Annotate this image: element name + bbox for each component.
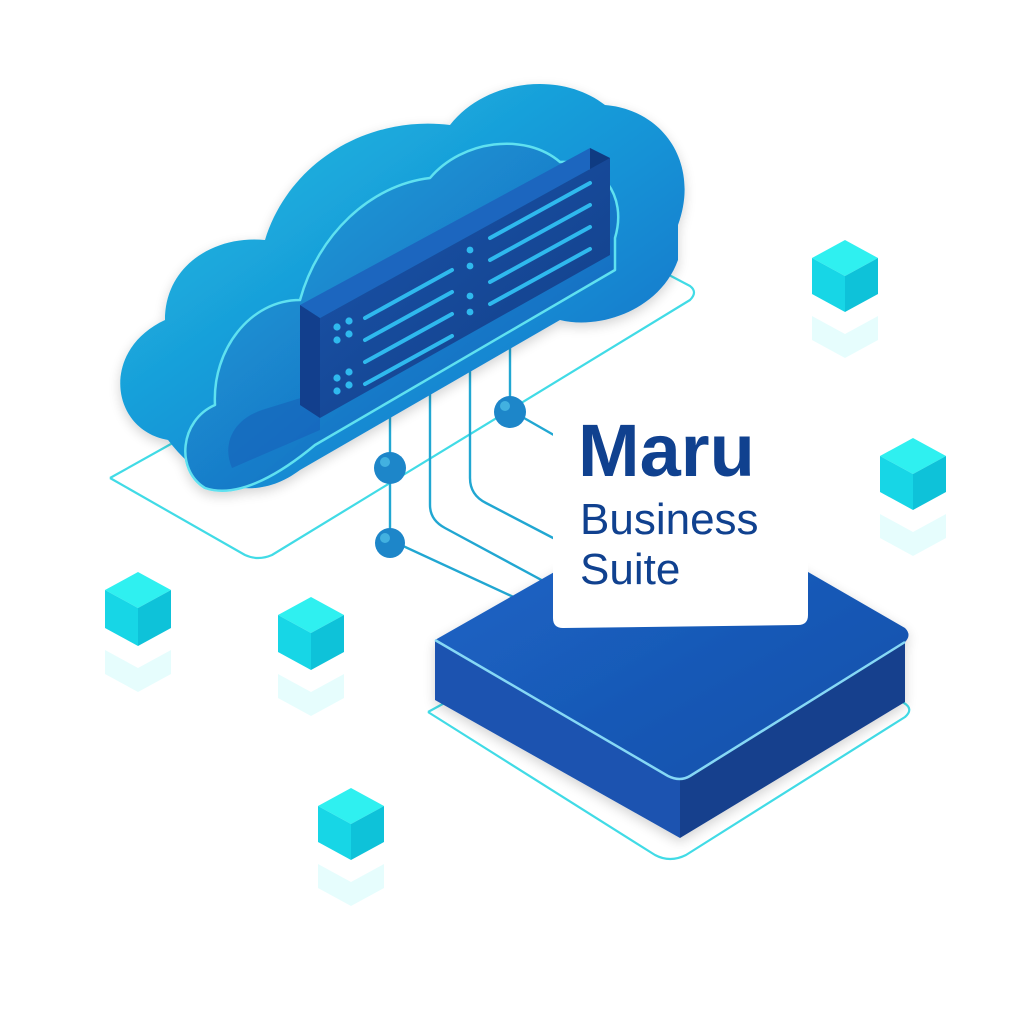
server-rack-icon <box>300 148 610 418</box>
network-node-highlights <box>380 401 510 543</box>
network-node-icon <box>374 396 526 558</box>
brand-line-business: Business <box>580 495 759 544</box>
cube-icon-1 <box>812 240 878 358</box>
brand-line-suite: Suite <box>580 545 680 594</box>
brand-name: Maru <box>578 409 755 492</box>
server-drive-lines <box>363 181 592 386</box>
cube-icon-4 <box>278 597 344 716</box>
brand-wordmark: Maru Business Suite <box>578 409 759 594</box>
cube-icon-2 <box>880 438 946 556</box>
cube-icon-5 <box>318 788 384 906</box>
cube-icon-3 <box>105 572 171 692</box>
brand-card <box>553 395 808 628</box>
server-indicator-dots <box>333 246 474 395</box>
